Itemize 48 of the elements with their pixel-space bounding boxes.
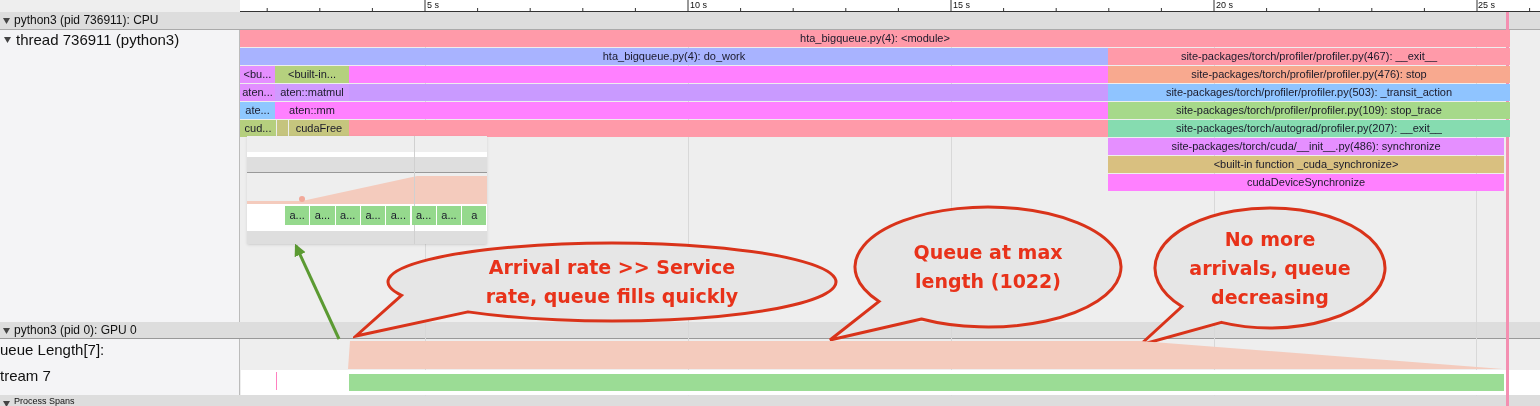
trace-slice: a... (285, 206, 310, 225)
tick-label: 15 s (953, 0, 970, 12)
trace-slice: hta_bigqueue.py(4): <module> (240, 30, 1510, 47)
callout-text: Queue at max length (1022) (912, 240, 1064, 294)
track-label: tream 7 (0, 367, 51, 386)
trace-slice: <built-in function _cuda_synchronize> (1108, 156, 1504, 173)
tick-label: 20 s (1216, 0, 1233, 12)
trace-slice: hta_bigqueue.py(4): do_work (240, 48, 1108, 65)
track-label: Process Spans (14, 396, 75, 406)
speech-bubble (827, 204, 1124, 343)
track-label: thread 736911 (python3) (16, 31, 180, 50)
trace-slice (349, 102, 1108, 119)
trace-slice: aten::mm (275, 102, 349, 119)
trace-slice: a... (436, 206, 462, 225)
trace-slice (349, 66, 1108, 83)
zoom-inset-panel (247, 136, 487, 244)
trace-slice (277, 120, 288, 137)
speech-bubble (353, 240, 839, 339)
trace-slice: site-packages/torch/autograd/profiler.py(207): __exit__ (1108, 120, 1510, 137)
track-label: ueue Length[7]: (0, 341, 105, 360)
trace-slice: a... (386, 206, 411, 225)
callout-text: Arrival rate >> Service rate, queue fills quickly (484, 255, 740, 309)
trace-slice: cudaDeviceSynchronize (1108, 174, 1504, 191)
trace-slice: <built-in... (275, 66, 349, 83)
trace-slice: a... (411, 206, 436, 225)
trace-slice: <bu... (240, 66, 275, 83)
trace-slice: a... (310, 206, 335, 225)
trace-slice: a (462, 206, 487, 225)
trace-slice: cud... (240, 120, 276, 137)
tick-label: 5 s (427, 0, 439, 12)
tick-label: 25 s (1478, 0, 1495, 12)
trace-slice: site-packages/torch/cuda/__init__.py(486): synchronize (1108, 138, 1504, 155)
track-label: python3 (pid 736911): CPU (14, 13, 159, 28)
trace-slice: a... (335, 206, 360, 225)
trace-slice: aten::matmul (275, 84, 349, 101)
tick-label: 10 s (690, 0, 707, 12)
trace-slice: site-packages/torch/profiler/profiler.py(503): _transit_action (1108, 84, 1510, 101)
track-label: python3 (pid 0): GPU 0 (14, 323, 137, 338)
trace-slice: a... (360, 206, 386, 225)
callout-text: No more arrivals, queue decreasing (1188, 226, 1352, 310)
trace-slice (349, 120, 1108, 137)
arrow (294, 243, 341, 340)
trace-slice: aten... (240, 84, 275, 101)
trace-slice: ate... (240, 102, 275, 119)
trace-slice: site-packages/torch/profiler/profiler.py(476): stop (1108, 66, 1510, 83)
trace-slice (349, 84, 1108, 101)
trace-slice: site-packages/torch/profiler/profiler.py(109): stop_trace (1108, 102, 1510, 119)
trace-slice: site-packages/torch/profiler/profiler.py(467): __exit__ (1108, 48, 1510, 65)
